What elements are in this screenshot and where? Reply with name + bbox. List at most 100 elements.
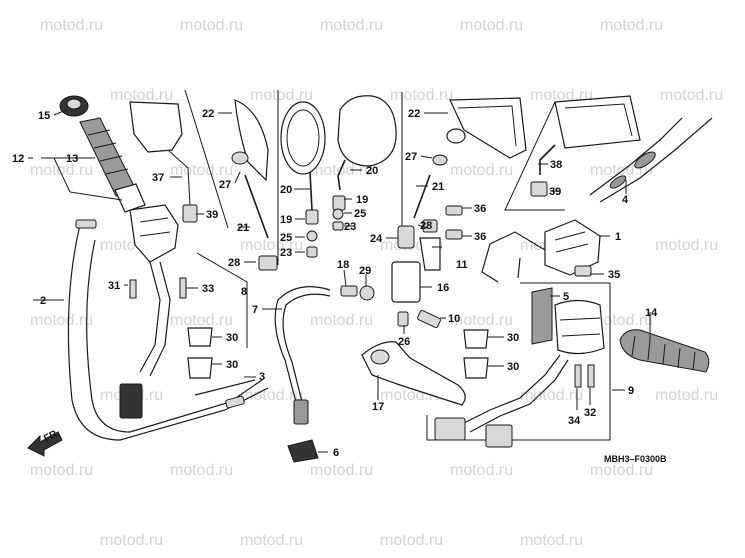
cable-2-a (67, 224, 269, 441)
part-label-24: 24 (370, 233, 383, 245)
watermark: motod.ru (30, 162, 93, 179)
part-label-18: 18 (337, 259, 349, 271)
screw-35 (574, 265, 592, 277)
lever-17 (361, 341, 466, 406)
watermark: motod.ru (380, 532, 443, 549)
left-switch-body (129, 204, 179, 263)
mirror-2-stem (244, 174, 269, 239)
perch-clamp-11 (419, 237, 441, 271)
mirror-6 (530, 95, 641, 197)
watermark: motod.ru (110, 87, 173, 104)
part-label-38: 38 (550, 159, 562, 171)
left-switch-detail (139, 217, 171, 237)
clamp-30-b (187, 357, 213, 379)
bolt-36b (445, 229, 463, 240)
part-label-12: 12 (12, 153, 24, 165)
part-label-6: 6 (333, 447, 339, 459)
mirror-6-rim (564, 103, 633, 137)
throttle-cable-a (589, 117, 683, 196)
right-switch-lower-detail (559, 317, 601, 337)
mirror-base-nut (182, 204, 198, 223)
clamp-30-d (463, 357, 489, 379)
mirror-2 (231, 99, 278, 271)
right-switch-upper-detail (554, 231, 589, 253)
part-label-32: 32 (584, 407, 596, 419)
part-label-21b: 21 (432, 181, 444, 193)
mirror-4-glass (337, 95, 397, 167)
mirror-2-nut (231, 151, 249, 165)
part-label-13: 13 (66, 153, 78, 165)
mirror-3-bolt (306, 246, 318, 258)
part-label-19a: 19 (280, 214, 292, 226)
bracket-right-harness (426, 375, 611, 441)
part-label-23a: 23 (280, 247, 292, 259)
part-label-17: 17 (372, 401, 384, 413)
grip-end-cap (66, 98, 82, 110)
hose-7-b (282, 293, 331, 411)
watermark: motod.ru (170, 462, 233, 479)
part-labels: 1 2 3 4 5 6 7 8 9 10 11 12 13 14 15 16 1… (12, 108, 658, 459)
mirror-4-washer (332, 208, 344, 220)
mirror-5 (413, 97, 527, 219)
clutch-perch (340, 205, 463, 329)
part-label-5: 5 (563, 291, 569, 303)
part-label-25a: 25 (280, 232, 292, 244)
mirror-5-nut (432, 154, 448, 166)
mirror-6-stem (539, 144, 556, 175)
screw-18 (340, 285, 358, 297)
watermark: motod.ru (590, 462, 653, 479)
mirror-3-stem (309, 171, 313, 211)
part-label-14: 14 (645, 307, 658, 319)
fr-arrow-icon (27, 431, 63, 457)
bracket-mirror-right (504, 101, 565, 211)
watermark: motod.ru (30, 312, 93, 329)
watermark: motod.ru (320, 17, 383, 34)
mirror-3-washer (306, 230, 318, 242)
right-switch-lower (531, 287, 605, 388)
connector-a (434, 417, 466, 441)
leader-lines (28, 109, 651, 453)
mirror-3-glass (280, 101, 326, 175)
mirror-housing (129, 101, 183, 153)
part-label-27b: 27 (405, 151, 417, 163)
part-label-26: 26 (398, 336, 410, 348)
hose-7-a (274, 286, 331, 411)
part-label-29: 29 (359, 265, 371, 277)
part-label-19b: 19 (356, 194, 368, 206)
screw-33 (179, 277, 187, 299)
mirror-5-rim (457, 105, 517, 147)
screw-32 (587, 364, 595, 388)
right-switch-wire (481, 231, 546, 283)
left-grip-rubber (79, 117, 136, 197)
part-label-22a: 22 (202, 108, 214, 120)
mirror-4-stem (337, 159, 346, 191)
watermark: motod.ru (170, 312, 233, 329)
part-label-39b: 39 (549, 186, 561, 198)
part-label-36a: 36 (474, 203, 486, 215)
cable-3-fitting (225, 395, 245, 409)
mirror-4 (332, 95, 397, 231)
watermark: motod.ru (600, 17, 663, 34)
cable-adjuster (634, 151, 656, 169)
throttle-sleeve (114, 183, 146, 213)
watermark: motod.ru (240, 532, 303, 549)
left-switch-connector (119, 383, 143, 419)
part-label-27a: 27 (219, 179, 231, 191)
watermark: motod.ru (450, 462, 513, 479)
part-label-28b: 28 (420, 220, 432, 232)
part-label-28a: 28 (228, 257, 240, 269)
bracket-left-switch (196, 252, 248, 348)
bolt-24 (397, 225, 415, 249)
screw-34 (574, 364, 582, 388)
watermark: motod.ru (655, 387, 718, 404)
left-mirror (129, 101, 198, 223)
bracket-right-switch (520, 282, 611, 375)
watermark-layer: motod.ru motod.ru motod.ru motod.ru moto… (30, 17, 723, 549)
watermark: motod.ru (250, 87, 313, 104)
right-switch-upper (481, 219, 601, 283)
part-label-31: 31 (108, 280, 120, 292)
diagram-code: MBH3–F0300B (604, 454, 667, 464)
part-label-4: 4 (622, 194, 629, 206)
watermark: motod.ru (30, 462, 93, 479)
mirror-6-glass (554, 95, 641, 149)
